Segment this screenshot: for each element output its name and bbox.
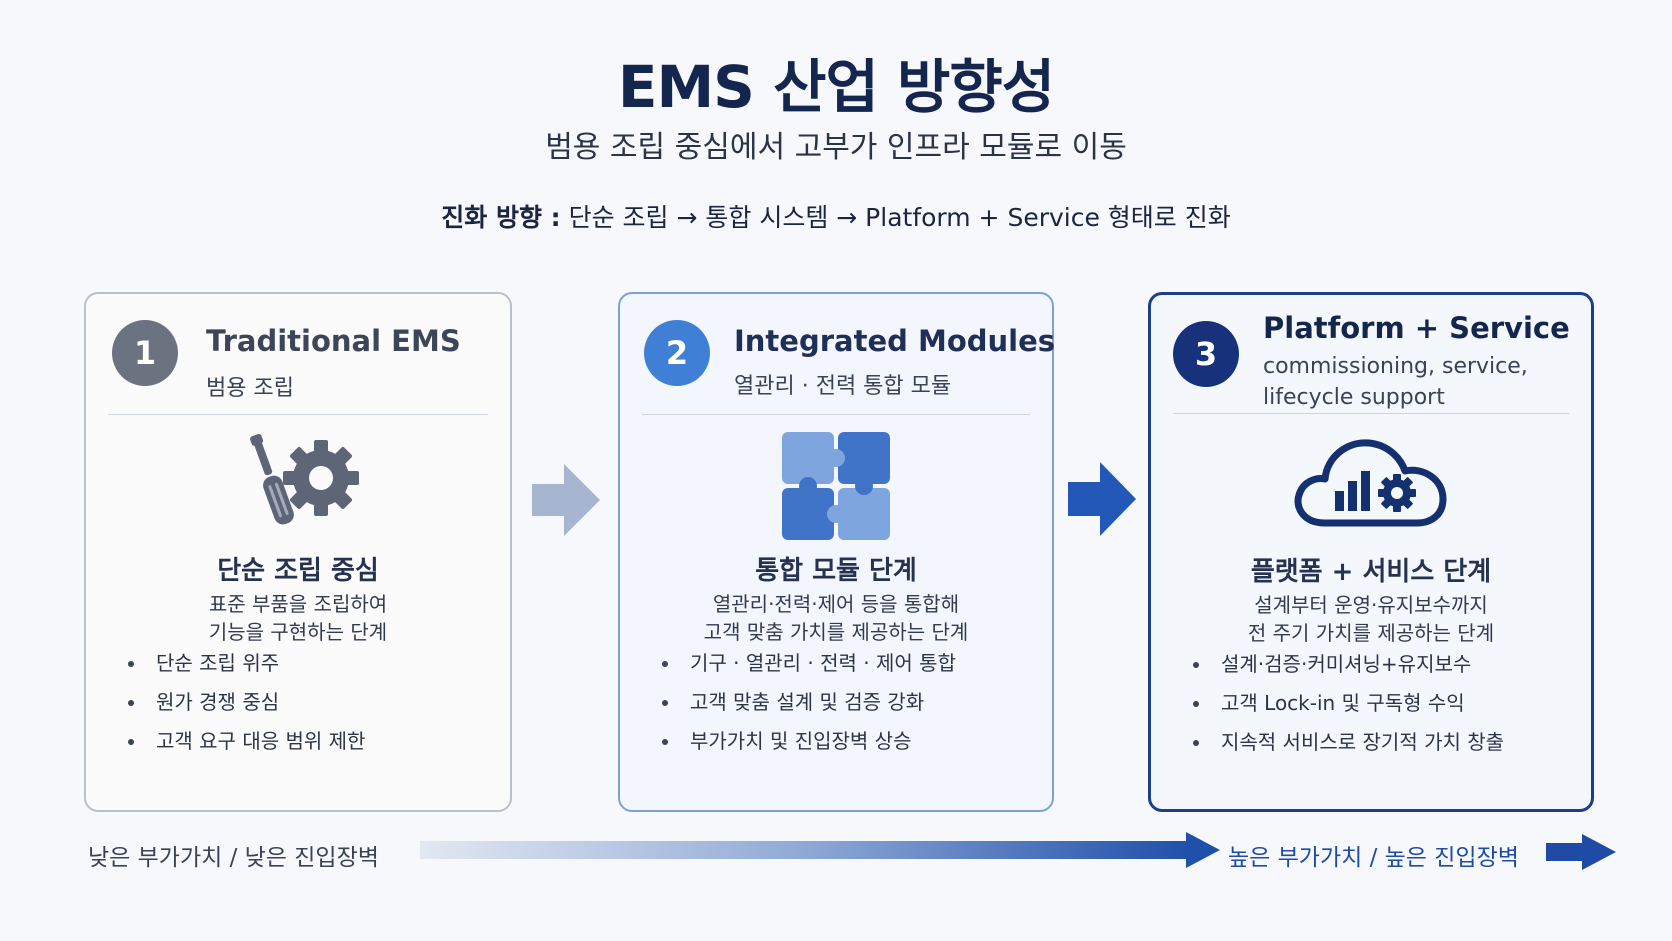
bullet-list: 설계·검증·커미셔닝+유지보수 고객 Lock-in 및 구독형 수익 지속적 … [1189, 645, 1571, 762]
step-number-badge: 1 [112, 320, 178, 386]
stage-description-line: 열관리·전력·제어 등을 통합해 [712, 592, 960, 616]
arrow-right-icon [1546, 834, 1616, 870]
puzzle-icon [620, 430, 1052, 540]
arrow-right-icon [532, 464, 600, 536]
cloud-analytics-icon [1151, 431, 1591, 541]
evolution-text: 단순 조립 → 통합 시스템 → Platform + Service 형태로 … [560, 203, 1231, 232]
step-number-badge: 2 [644, 320, 710, 386]
stage-description-line: 표준 부품을 조립하여 [208, 592, 388, 616]
bullet-item: 지속적 서비스로 장기적 가치 창출 [1189, 723, 1571, 762]
card-subtitle: 범용 조립 [206, 376, 294, 401]
evolution-direction: 진화 방향 : 단순 조립 → 통합 시스템 → Platform + Serv… [0, 198, 1672, 234]
card-divider [1173, 413, 1569, 414]
stage-title: 단순 조립 중심 [217, 556, 379, 586]
card-divider [108, 414, 488, 415]
page-title: EMS 산업 방향성 [617, 53, 1055, 121]
stage-card-integrated-modules: 2 Integrated Modules 열관리 · 전력 통합 모듈 통합 모… [618, 292, 1056, 812]
page-subtitle: 범용 조립 중심에서 고부가 인프라 모듈로 이동 [545, 130, 1127, 165]
stage-title: 플랫폼 + 서비스 단계 [1250, 557, 1492, 587]
bullet-item: 고객 Lock-in 및 구독형 수익 [1189, 684, 1571, 723]
step-number-badge: 3 [1173, 321, 1239, 387]
card-title: Platform + Service [1263, 311, 1570, 345]
bullet-item: 기구 · 열관리 · 전력 · 제어 통합 [658, 644, 1032, 683]
bullet-item: 단순 조립 위주 [124, 644, 490, 683]
card-subtitle: 열관리 · 전력 통합 모듈 [734, 374, 952, 399]
stage-description: 표준 부품을 조립하여 기능을 구현하는 단계 [86, 590, 510, 646]
stage-description: 열관리·전력·제어 등을 통합해 고객 맞춤 가치를 제공하는 단계 [620, 590, 1052, 646]
stage-description-line: 기능을 구현하는 단계 [208, 620, 388, 644]
arrow-right-icon [1068, 462, 1136, 536]
card-title: Integrated Modules [734, 324, 1056, 358]
stage-description: 설계부터 운영·유지보수까지 전 주기 가치를 제공하는 단계 [1151, 591, 1591, 647]
card-divider [642, 414, 1030, 415]
high-value-label: 높은 부가가치 / 높은 진입장벽 [1228, 845, 1519, 871]
bullet-item: 원가 경쟁 중심 [124, 683, 490, 722]
stage-card-platform-service: 3 Platform + Service commissioning, serv… [1148, 292, 1594, 812]
evolution-label: 진화 방향 : [441, 203, 561, 232]
stage-description-line: 설계부터 운영·유지보수까지 [1254, 593, 1488, 617]
stage-description-line: 전 주기 가치를 제공하는 단계 [1247, 621, 1495, 645]
bullet-item: 설계·검증·커미셔닝+유지보수 [1189, 645, 1571, 684]
tools-gear-icon [86, 430, 510, 540]
stage-description-line: 고객 맞춤 가치를 제공하는 단계 [703, 620, 969, 644]
bullet-list: 기구 · 열관리 · 전력 · 제어 통합 고객 맞춤 설계 및 검증 강화 부… [658, 644, 1032, 761]
stage-title: 통합 모듈 단계 [755, 556, 917, 586]
bullet-item: 부가가치 및 진입장벽 상승 [658, 722, 1032, 761]
bullet-item: 고객 맞춤 설계 및 검증 강화 [658, 683, 1032, 722]
bullet-item: 고객 요구 대응 범위 제한 [124, 722, 490, 761]
low-value-label: 낮은 부가가치 / 낮은 진입장벽 [88, 845, 379, 871]
card-title: Traditional EMS [206, 324, 461, 358]
card-subtitle: commissioning, service, lifecycle suppor… [1263, 354, 1528, 410]
bullet-list: 단순 조립 위주 원가 경쟁 중심 고객 요구 대응 범위 제한 [124, 644, 490, 761]
stage-card-traditional-ems: 1 Traditional EMS 범용 조립 [84, 292, 512, 812]
value-gradient-arrow [420, 832, 1220, 868]
